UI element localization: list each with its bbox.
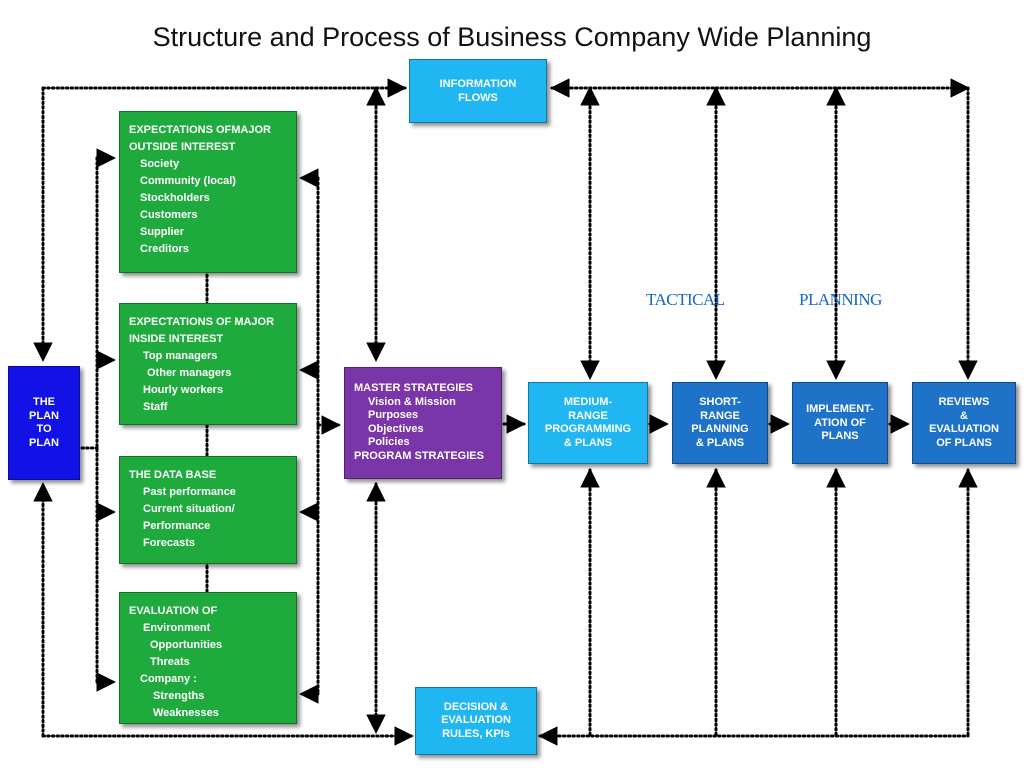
short-range-box: SHORT- RANGE PLANNING & PLANS [672,382,768,464]
reviews-box: REVIEWS & EVALUATION OF PLANS [912,382,1016,464]
page-title: Structure and Process of Business Compan… [152,22,872,52]
decision-rules-box: DECISION & EVALUATION RULES, KPIs [415,687,537,755]
tactical-label: TACTICAL [646,290,725,309]
information-flows-box: INFORMATION FLOWS [409,59,547,123]
outside-interest-box: EXPECTATIONS OFMAJOR OUTSIDE INTEREST So… [119,111,297,273]
data-base-box: THE DATA BASE Past performance Current s… [119,456,297,564]
plan-to-plan-box: THE PLAN TO PLAN [8,366,80,480]
implementation-box: IMPLEMENT- ATION OF PLANS [792,382,888,464]
medium-range-box: MEDIUM- RANGE PROGRAMMING & PLANS [528,382,648,464]
master-strategies-box: MASTER STRATEGIES Vision & Mission Purpo… [344,367,502,479]
evaluation-box: EVALUATION OF Environment Opportunities … [119,592,297,724]
inside-interest-box: EXPECTATIONS OF MAJOR INSIDE INTEREST To… [119,303,297,425]
planning-label: PLANNING [799,290,882,309]
